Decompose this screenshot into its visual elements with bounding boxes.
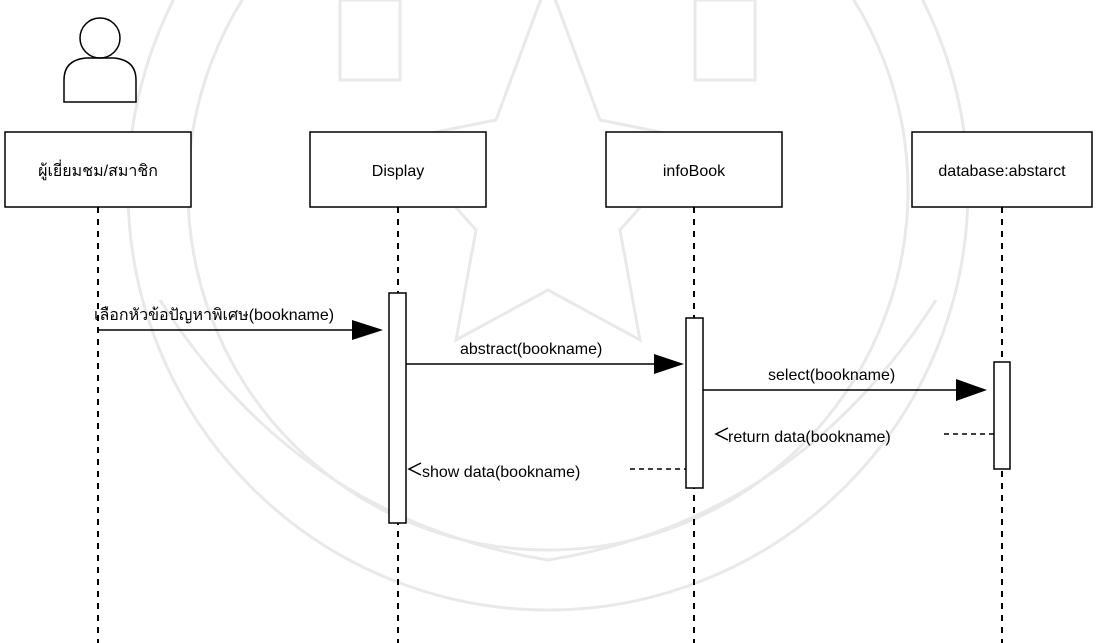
lifeline-actor: ผู้เยี่ยมชม/สมาชิก — [4, 131, 192, 208]
message-abstract-label: abstract(bookname) — [460, 341, 602, 358]
user-icon — [63, 17, 137, 103]
lifeline-infobook: infoBook — [605, 131, 783, 208]
message-select-label: select(bookname) — [768, 367, 895, 384]
message-select: select(bookname) — [703, 367, 987, 401]
message-return-data: return data(bookname) — [714, 427, 994, 446]
open-arrow-icon — [714, 427, 729, 441]
message-abstract: abstract(bookname) — [406, 341, 684, 374]
arrow-head-icon — [654, 354, 684, 374]
lifeline-actor-label: ผู้เยี่ยมชม/สมาชิก — [38, 159, 158, 181]
activation-infobook — [685, 317, 704, 489]
arrow-head-icon — [352, 320, 383, 340]
lifeline-database: database:abstarct — [911, 131, 1093, 208]
watermark-seal — [126, 0, 970, 612]
lifeline-infobook-label: infoBook — [663, 163, 726, 180]
arrow-head-icon — [956, 379, 987, 401]
message-select-topic: เลือกหัวข้อปัญหาพิเศษ(bookname) — [94, 306, 383, 340]
message-return-data-label: return data(bookname) — [728, 429, 891, 446]
message-show-data: show data(bookname) — [407, 462, 686, 481]
activation-display — [388, 292, 407, 524]
message-select-topic-label: เลือกหัวข้อปัญหาพิเศษ(bookname) — [94, 306, 334, 324]
activation-database — [993, 361, 1011, 470]
lifeline-display: Display — [309, 131, 487, 208]
message-show-data-label: show data(bookname) — [422, 464, 580, 481]
lifeline-display-label: Display — [372, 163, 424, 180]
open-arrow-icon — [407, 462, 422, 476]
lifeline-database-label: database:abstarct — [938, 163, 1066, 180]
